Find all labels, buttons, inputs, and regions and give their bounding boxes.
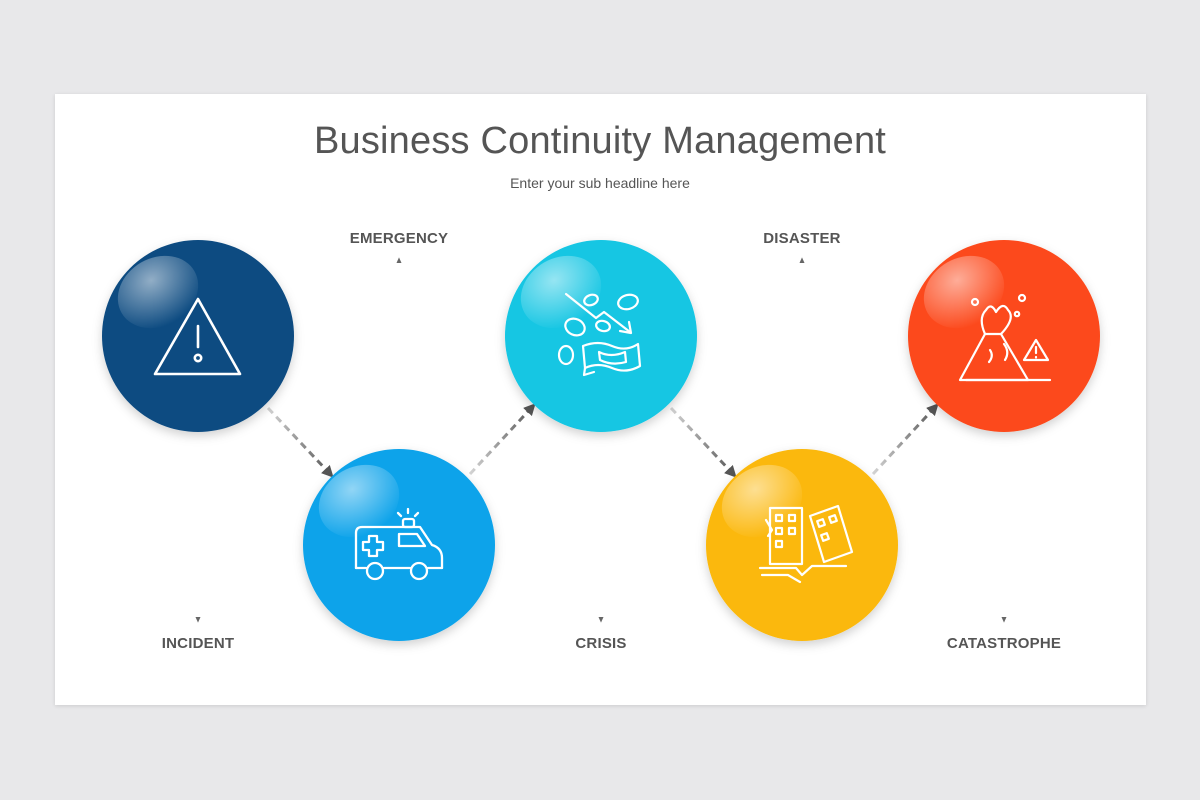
connector-arrow-1 <box>266 406 334 478</box>
leader-lines <box>195 257 1007 623</box>
connector-arrow-4 <box>871 403 939 476</box>
volcano-icon <box>958 293 1052 382</box>
gloss-highlight <box>318 464 400 538</box>
connector-arrow-3 <box>669 406 737 478</box>
collapsed-building-icon <box>758 504 854 584</box>
circle-fill <box>505 240 697 432</box>
money-loss-icon <box>557 292 642 377</box>
ambulance-icon <box>354 507 444 581</box>
stage-circle-catastrophe <box>908 240 1100 432</box>
gloss-highlight <box>520 255 602 329</box>
warning-icon <box>153 297 242 376</box>
circle-fill <box>908 240 1100 432</box>
stage-label-emergency: EMERGENCY <box>349 230 449 247</box>
page-title: Business Continuity Management <box>313 120 887 162</box>
gloss-highlight <box>117 255 199 329</box>
gloss-highlight <box>923 255 1005 329</box>
connector-arrow-2 <box>468 403 536 476</box>
stage-label-disaster: DISASTER <box>763 230 841 247</box>
page-subtitle: Enter your sub headline here <box>510 175 690 191</box>
stage-label-crisis: CRISIS <box>575 635 627 652</box>
stage-circle-crisis <box>505 240 697 432</box>
stage-label-catastrophe: CATASTROPHE <box>946 635 1062 652</box>
stage-label-incident: INCIDENT <box>161 635 235 652</box>
connector-arrows <box>266 403 939 478</box>
